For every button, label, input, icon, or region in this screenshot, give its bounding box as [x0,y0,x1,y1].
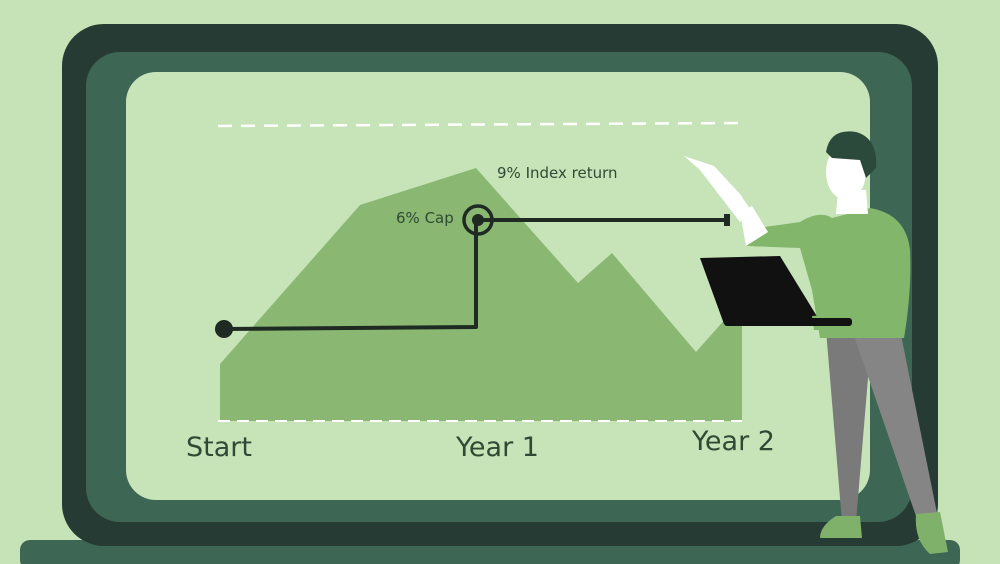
cap-dashed-line [217,121,743,128]
index-return-label: 9% Index return [497,164,618,182]
year2-label: Year 2 [692,426,775,457]
line-end-marker [724,214,730,226]
cap-point [472,214,484,226]
laptop-base [724,318,852,326]
person-shoe-front [915,512,948,554]
person-lower-arm [812,262,910,330]
person-leg-back [826,330,872,522]
person-torso [744,208,911,338]
credited-return-line [223,218,728,331]
laptop-icon [700,256,818,324]
person-hair [826,131,877,178]
cap-label: 6% Cap [396,209,454,227]
monitor-base [20,540,960,564]
start-label: Start [186,432,252,463]
person-leg-front [852,330,938,522]
person-hand [684,156,752,222]
start-point [215,320,233,338]
year1-label: Year 1 [456,432,539,463]
person-shoe-back [820,516,862,538]
index-performance-area [220,168,742,421]
target-circle-icon [462,204,494,236]
